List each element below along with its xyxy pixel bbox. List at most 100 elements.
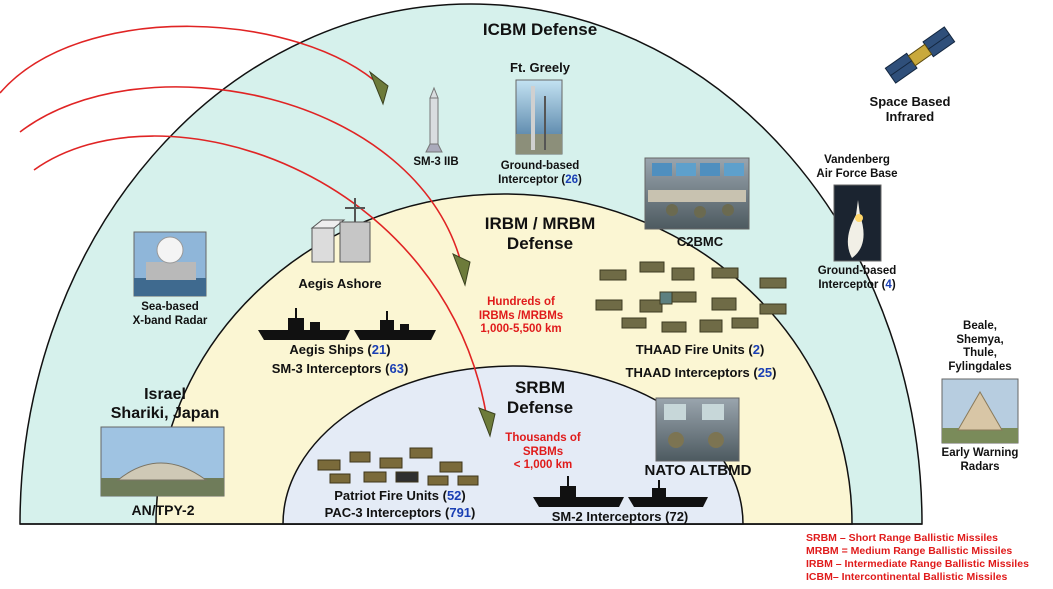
sm2-interceptors-label: SM-2 Interceptors (72) [551, 509, 689, 524]
sea-radar-line1: Sea-based [141, 301, 199, 313]
vandenberg-caption: Ground-based Interceptor (4) [790, 265, 924, 292]
ft-greely-caption-line1: Ground-based [500, 160, 580, 172]
sm3-iib-label: SM-3 IIB [413, 156, 459, 168]
early-warning-radar-photo [941, 378, 1019, 444]
ft-greely-suffix: ) [578, 173, 582, 186]
sm3-suffix: ) [403, 361, 409, 376]
pac3-interceptors-label: PAC-3 Interceptors (791) [290, 505, 510, 520]
c2bmc-label: C2BMC [676, 234, 724, 249]
pac3-prefix: PAC-3 Interceptors ( [324, 505, 450, 520]
srbm-zone-title: SRBM Defense [470, 378, 610, 418]
irbm-zone-title-line2: Defense [506, 234, 574, 254]
aegis-ships-prefix: Aegis Ships ( [289, 342, 372, 357]
vandenberg-line4: Interceptor (4) [790, 279, 924, 293]
srbm-zone-title-line1: SRBM [514, 378, 566, 397]
patriot-count: 52 [446, 488, 462, 503]
irbm-zone-title: IRBM / MRBM Defense [440, 214, 640, 254]
patriot-vehicles [317, 447, 479, 486]
pac3-suffix: ) [471, 505, 476, 520]
radar-sites-line3: Thule, [963, 347, 997, 360]
aegis-ships-count: 21 [371, 342, 387, 357]
irbm-threat-line1: Hundreds of [487, 296, 555, 308]
thaad-interceptors-label: THAAD Interceptors (25) [596, 365, 806, 380]
trajectory-srbm [33, 135, 489, 426]
sm3-count: 63 [389, 361, 404, 376]
ft-greely-caption-line2: Interceptor (26) [470, 174, 610, 188]
radar-sites-line4: Fylingdales [948, 360, 1012, 373]
srbm-threat-label: Thousands of SRBMs < 1,000 km [488, 432, 598, 473]
ft-greely-caption: Ground-based Interceptor (26) [470, 160, 610, 187]
warhead-icbm [368, 70, 389, 106]
nato-altbmd-label: NATO ALTBMD [644, 462, 752, 479]
pac3-count: 791 [449, 505, 472, 520]
radar-sites-line2: Shemya, [956, 333, 1004, 346]
thaad-int-suffix: ) [772, 365, 777, 380]
thaad-int-count: 25 [757, 365, 773, 380]
trajectory-irbm [19, 86, 464, 271]
patriot-prefix: Patriot Fire Units ( [334, 488, 447, 503]
aegis-ships-label: Aegis Ships (21) [240, 342, 440, 357]
srbm-zone-title-line2: Defense [506, 398, 574, 418]
irbm-threat-line3: 1,000-5,500 km [480, 323, 562, 336]
vandenberg-line3: Ground-based [817, 265, 897, 277]
sea-xband-radar-photo [133, 231, 207, 297]
patriot-suffix: ) [461, 488, 466, 503]
irbm-threat-line2: IRBMs /MRBMs [478, 309, 564, 322]
sea-radar-label: Sea-based X-band Radar [110, 301, 230, 328]
sea-radar-line2: X-band Radar [132, 314, 208, 327]
missile-trajectories [0, 25, 489, 426]
vandenberg-line1: Vandenberg [824, 154, 890, 166]
radar-sites-line1: Beale, [963, 320, 997, 332]
legend-irbm: IRBM – Intermediate Range Ballistic Miss… [806, 558, 1029, 570]
irbm-threat-label: Hundreds of IRBMs /MRBMs 1,000-5,500 km [456, 296, 586, 337]
early-warning-line2: Radars [960, 460, 1000, 473]
aegis-ashore-label: Aegis Ashore [298, 276, 382, 291]
warhead-irbm [452, 253, 471, 287]
tpy2-line1: Israel [144, 386, 186, 403]
thaad-units-label: THAAD Fire Units (2) [600, 342, 800, 357]
aegis-ships-suffix: ) [386, 342, 391, 357]
early-warning-label: Early Warning Radars [930, 447, 1030, 474]
thaad-units-prefix: THAAD Fire Units ( [635, 342, 753, 357]
warhead-srbm [478, 407, 496, 438]
vandenberg-title: Vandenberg Air Force Base [790, 154, 924, 181]
srbm-threat-line1: Thousands of [505, 432, 581, 444]
an-tpy2-photo [100, 426, 225, 497]
vandenberg-line2: Air Force Base [816, 167, 898, 180]
legend-mrbm: MRBM = Medium Range Ballistic Missiles [806, 545, 1013, 557]
aegis-ashore-icon [310, 198, 371, 263]
patriot-units-label: Patriot Fire Units (52) [300, 488, 500, 503]
radar-sites-label: Beale, Shemya, Thule, Fylingdales [930, 320, 1030, 374]
space-based-infrared-label: Space Based Infrared [850, 94, 970, 125]
icbm-zone-title: ICBM Defense [482, 20, 598, 39]
missile-warheads [368, 70, 496, 438]
vandenberg-suffix: ) [891, 278, 896, 291]
ft-greely-prefix: Interceptor ( [498, 173, 566, 186]
tpy2-sites-label: Israel Shariki, Japan [80, 386, 250, 424]
nato-altbmd-photo [655, 397, 740, 462]
space-based-line2: Infrared [885, 109, 935, 125]
sm3-prefix: SM-3 Interceptors ( [271, 361, 390, 376]
irbm-zone-title-line1: IRBM / MRBM [484, 214, 596, 233]
aegis-ships-silhouettes [258, 308, 436, 340]
ft-greely-title: Ft. Greely [510, 60, 570, 75]
sm3-iib-missile-icon [425, 86, 443, 153]
srbm-threat-line3: < 1,000 km [513, 459, 573, 472]
vandenberg-count: 4 [885, 278, 892, 291]
c2bmc-photo [644, 157, 750, 230]
thaad-int-prefix: THAAD Interceptors ( [625, 365, 758, 380]
ft-greely-count: 26 [565, 173, 579, 186]
vandenberg-photo [833, 184, 882, 262]
thaad-vehicles [595, 261, 787, 333]
satellite-icon [884, 26, 956, 84]
sm3-interceptors-label: SM-3 Interceptors (63) [220, 361, 460, 376]
ft-greely-photo [515, 79, 563, 155]
early-warning-line1: Early Warning [941, 447, 1019, 459]
legend-icbm: ICBM– Intercontinental Ballistic Missile… [806, 571, 1008, 583]
space-based-line1: Space Based [869, 94, 951, 109]
tpy2-label: AN/TPY-2 [131, 502, 195, 518]
legend-srbm: SRBM – Short Range Ballistic Missiles [806, 532, 998, 544]
sm2-ships-silhouettes [533, 476, 708, 507]
srbm-threat-line2: SRBMs [522, 445, 564, 458]
